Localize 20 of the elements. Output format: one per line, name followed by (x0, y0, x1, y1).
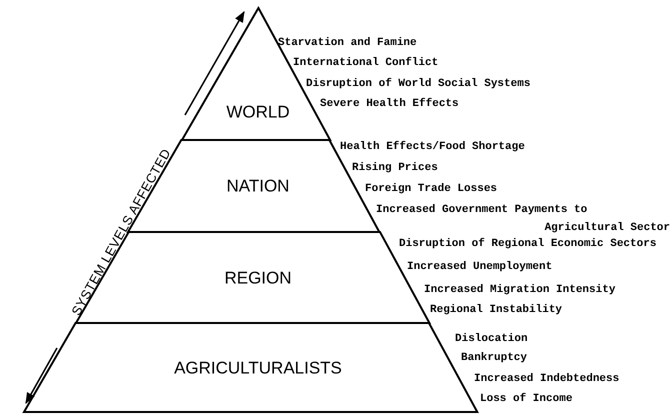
level-label: AGRICULTURALISTS (174, 360, 342, 376)
effect-text: Increased Unemployment (407, 260, 552, 275)
level-label: NATION (226, 178, 290, 194)
effect-text: Foreign Trade Losses (365, 182, 498, 197)
effect-text: Severe Health Effects (320, 96, 459, 112)
effect-text: Increased Migration Intensity (424, 283, 616, 298)
effect-text: Bankruptcy (461, 351, 528, 366)
effect-text: Dislocation (455, 332, 528, 347)
effect-text: Starvation and Famine (278, 36, 417, 51)
effect-text: Disruption of World Social Systems (306, 76, 530, 92)
effect-text: Health Effects/Food Shortage (340, 140, 525, 155)
effect-text: Increased Government Payments to Agricultural Sector (376, 203, 670, 236)
effect-text: Loss of Income (480, 392, 572, 407)
level-label: REGION (224, 270, 292, 286)
effect-text: Regional Instability (430, 303, 562, 318)
level-label: WORLD (226, 104, 290, 120)
effect-text: Disruption of Regional Economic Sectors (399, 236, 656, 252)
effect-text: Increased Indebtedness (474, 372, 620, 387)
effect-text: Rising Prices (352, 161, 438, 176)
effect-text: International Conflict (293, 56, 438, 71)
